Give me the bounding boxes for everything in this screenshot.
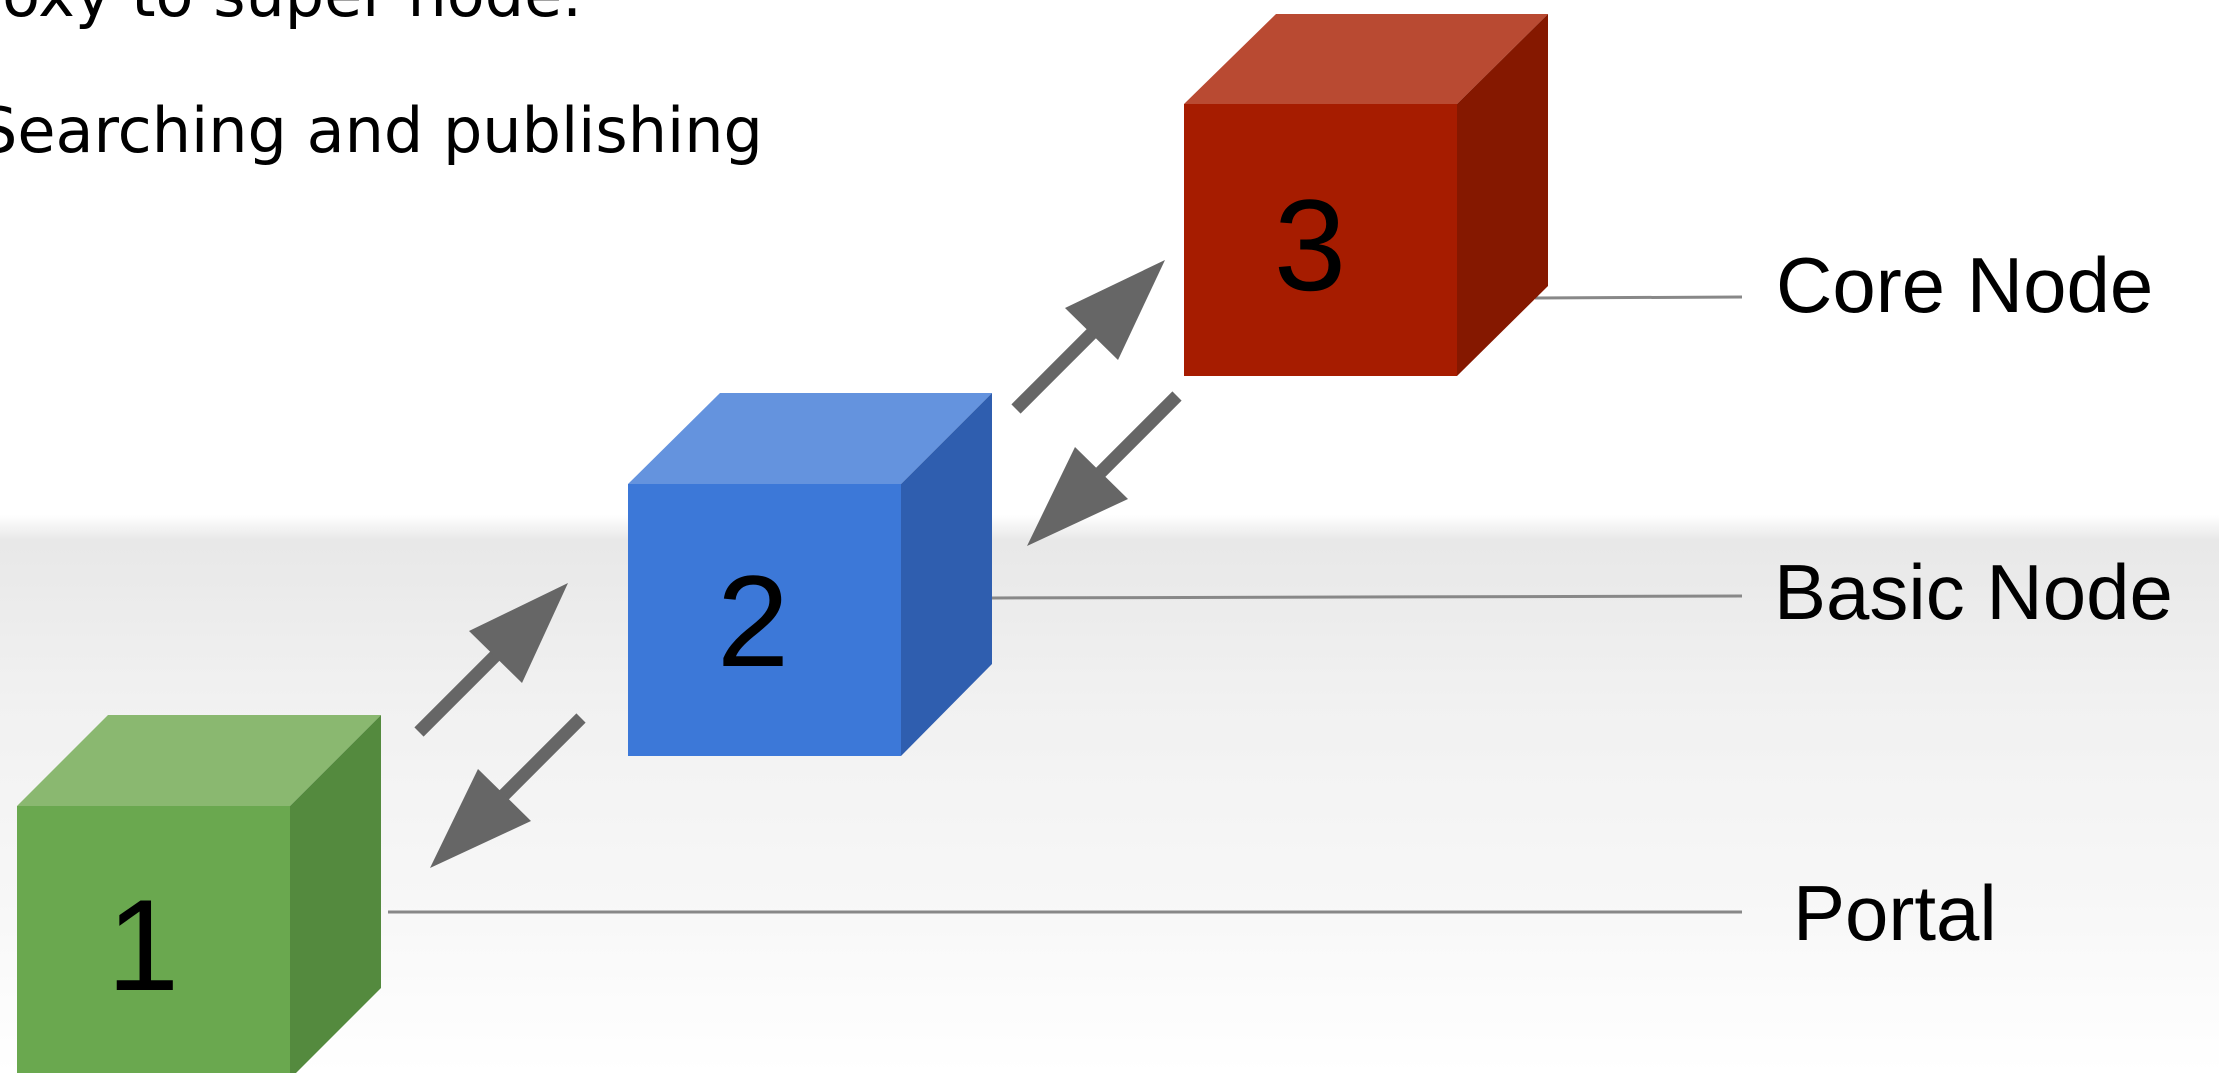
basic-to-portal-arrow-down bbox=[430, 713, 586, 868]
core-node-cube: 3 bbox=[1184, 14, 1548, 376]
portal-label: Portal bbox=[1793, 869, 1997, 957]
core-node-label: Core Node bbox=[1776, 241, 2154, 329]
core-node-cube-front-face bbox=[1184, 104, 1457, 376]
basic-node-cube-top-face bbox=[628, 393, 992, 484]
basic-node-cube-number: 2 bbox=[717, 548, 789, 694]
description-line-2: Searching and publishing bbox=[0, 94, 763, 167]
core-node-leader-line bbox=[1534, 295, 1743, 300]
portal-cube-number: 1 bbox=[107, 872, 179, 1018]
basic-node-label: Basic Node bbox=[1774, 548, 2173, 636]
portal-cube-side-face bbox=[290, 715, 381, 1073]
portal-to-basic-arrow-up bbox=[414, 583, 568, 737]
basic-to-core-arrow-up bbox=[1011, 260, 1165, 414]
basic-node-cube-side-face bbox=[901, 393, 992, 756]
core-node-cube-side-face bbox=[1457, 14, 1548, 376]
portal-cube-top-face bbox=[17, 715, 381, 806]
portal-cube: 1 bbox=[17, 715, 381, 1073]
description-line-1: roxy to super node. bbox=[0, 0, 582, 26]
basic-node-cube: 2 bbox=[628, 393, 992, 756]
core-node-cube-number: 3 bbox=[1274, 172, 1346, 318]
core-node-cube-top-face bbox=[1184, 14, 1548, 104]
core-to-basic-arrow-down bbox=[1027, 391, 1182, 546]
basic-node-cube-front-face bbox=[628, 484, 901, 756]
portal-cube-front-face bbox=[17, 806, 290, 1073]
basic-node-leader-line bbox=[991, 594, 1743, 600]
